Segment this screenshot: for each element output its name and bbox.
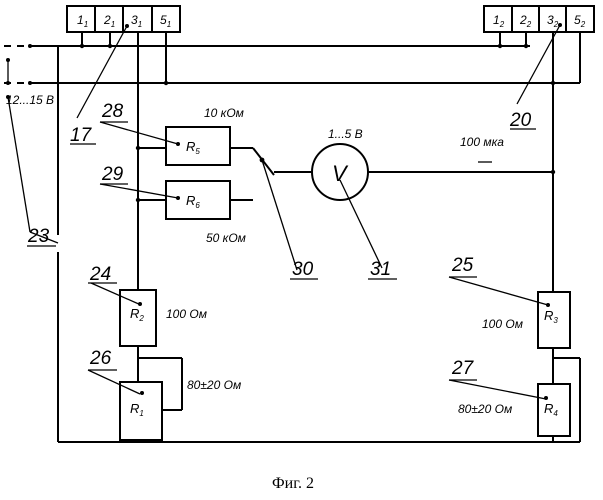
- connector-right: 12 22 32 52: [484, 6, 594, 32]
- current-label: 100 мка: [460, 135, 504, 149]
- resistor-r5-value: 10 кОм: [204, 106, 244, 120]
- callout-27: 27: [449, 358, 546, 399]
- resistor-r4-value: 80±20 Ом: [458, 402, 512, 416]
- figure-caption: Фиг. 2: [272, 475, 314, 492]
- callout-31: 31: [340, 180, 397, 280]
- current-indicator: 100 мка: [460, 135, 504, 162]
- svg-text:20: 20: [509, 110, 532, 131]
- resistor-r4: R4 80±20 Ом: [458, 384, 570, 436]
- bus-wires: [4, 32, 580, 85]
- callout-25: 25: [449, 255, 548, 305]
- resistor-r2: R2 100 Ом: [120, 290, 207, 346]
- supply-voltage-label: 12...15 В: [6, 93, 54, 107]
- callout-23: 23: [6, 95, 58, 247]
- resistor-r1-value: 80±20 Ом: [187, 378, 241, 392]
- resistor-r3-value: 100 Ом: [482, 317, 523, 331]
- svg-text:23: 23: [27, 226, 50, 247]
- svg-text:28: 28: [101, 101, 124, 122]
- svg-text:27: 27: [451, 358, 475, 379]
- svg-text:30: 30: [292, 259, 314, 280]
- resistor-r3: R3 100 Ом: [482, 292, 570, 348]
- resistor-r6: R6 50 кОм: [166, 181, 246, 245]
- svg-text:26: 26: [89, 348, 112, 369]
- svg-text:29: 29: [101, 164, 124, 185]
- resistor-r6-value: 50 кОм: [206, 231, 246, 245]
- voltmeter: V 1...5 В: [312, 127, 368, 200]
- svg-text:17: 17: [70, 125, 93, 146]
- callout-20: 20: [509, 23, 562, 131]
- callout-30: 30: [262, 160, 318, 280]
- svg-text:24: 24: [89, 264, 111, 285]
- svg-text:25: 25: [451, 255, 474, 276]
- connector-left: 11 21 31 51: [67, 6, 180, 32]
- voltmeter-range: 1...5 В: [328, 127, 363, 141]
- svg-text:31: 31: [370, 259, 391, 280]
- resistor-r2-value: 100 Ом: [166, 307, 207, 321]
- resistor-r5: R5 10 кОм: [166, 106, 244, 165]
